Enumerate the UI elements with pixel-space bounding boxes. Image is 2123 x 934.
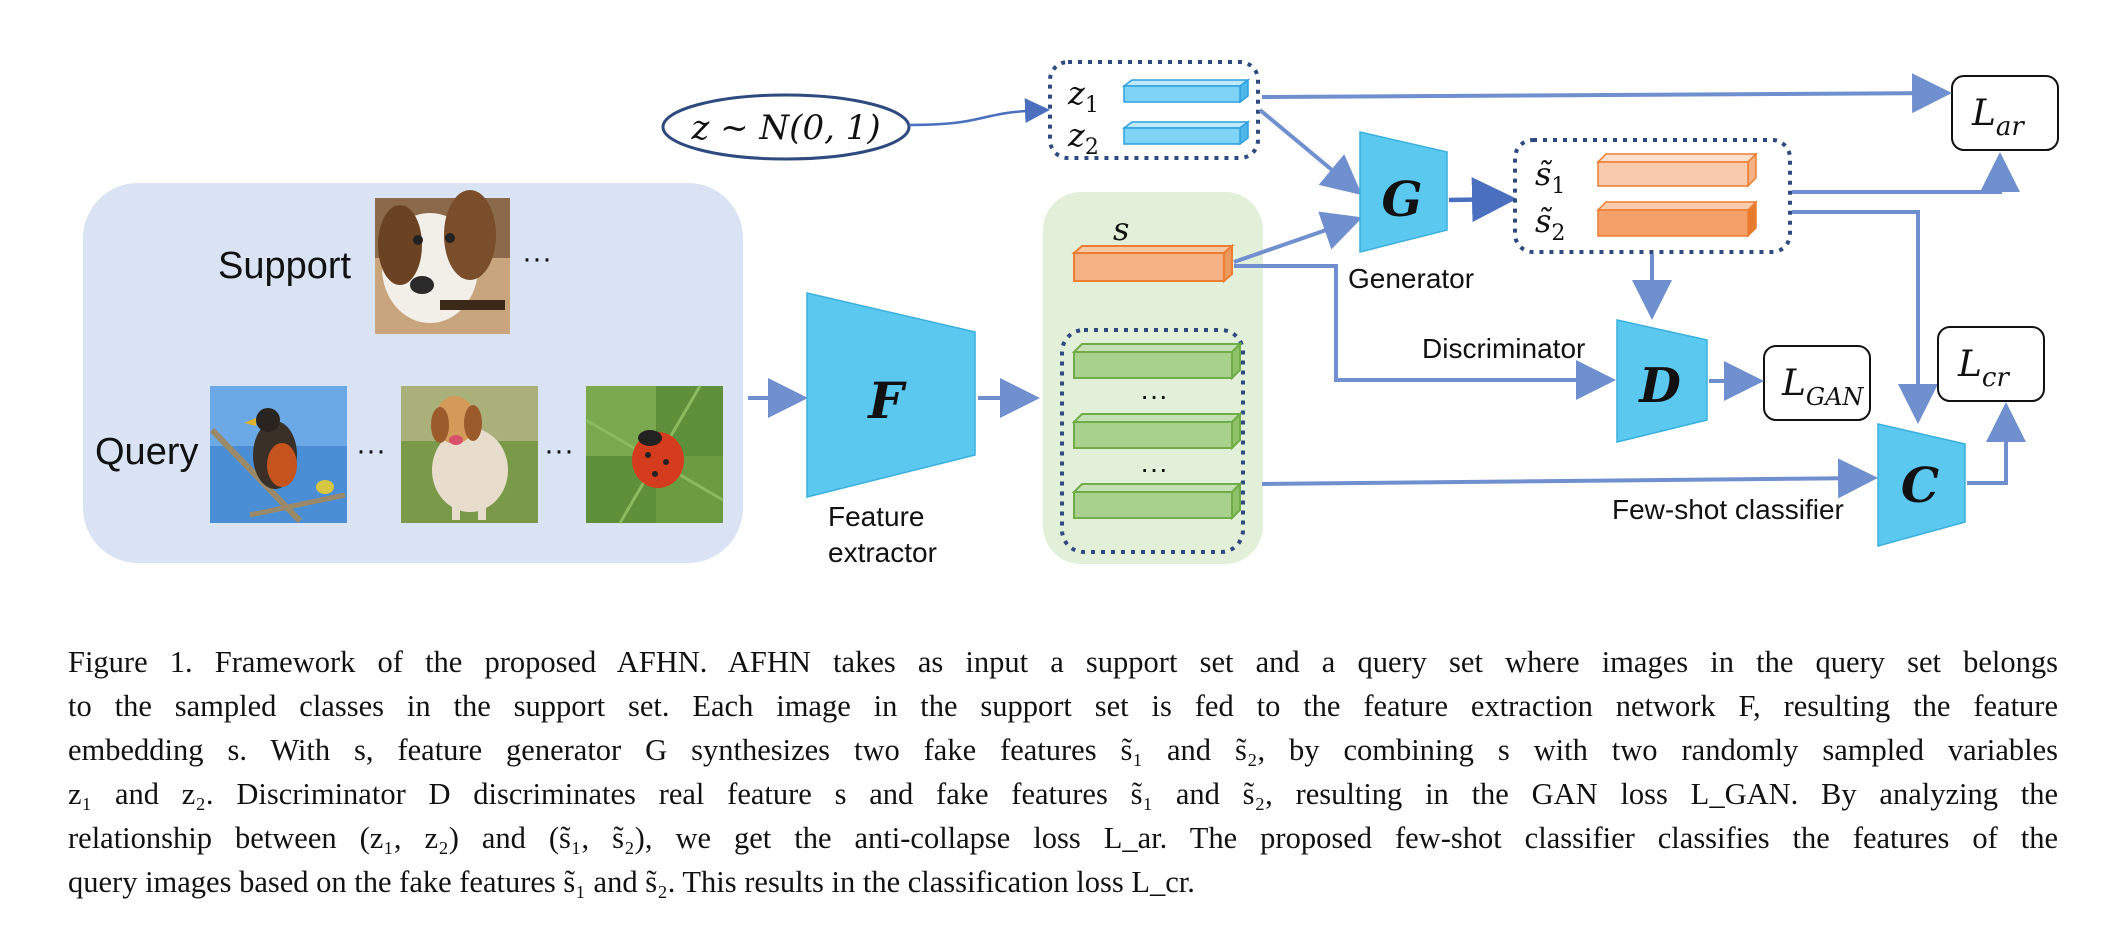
s2-fake-feature-bar bbox=[1596, 200, 1758, 238]
noise-distribution-label: z ~ N(0, 1) bbox=[690, 108, 880, 148]
discriminator-block bbox=[1616, 319, 1708, 443]
query-feature-bar-3 bbox=[1071, 481, 1243, 521]
arrow-classifier-to-loss-cr bbox=[1967, 402, 2026, 485]
beagle-dog-image bbox=[375, 190, 510, 334]
feature-extractor-label-1: Feature bbox=[828, 501, 925, 532]
arrow-s-to-discriminator bbox=[1234, 264, 1616, 400]
query-ellipsis-1: ··· bbox=[356, 434, 386, 467]
arrow-s-to-generator bbox=[1233, 211, 1363, 264]
arrow-noise-to-z bbox=[908, 98, 1050, 127]
loss-ar-label: Lar bbox=[1971, 93, 2025, 142]
support-label: Support bbox=[218, 245, 352, 287]
arrow-query-to-classifier bbox=[1261, 458, 1878, 499]
caption-line-3: embedding s. With s, feature generator G… bbox=[68, 733, 2058, 767]
arrow-z-to-generator bbox=[1258, 108, 1363, 196]
arrow-fake-to-loss-ar bbox=[1792, 152, 2020, 194]
query-features-ellipsis-1: ··· bbox=[1140, 380, 1168, 411]
query-feature-bar-1 bbox=[1071, 341, 1243, 381]
query-label: Query bbox=[95, 431, 198, 473]
loss-gan-box bbox=[1763, 345, 1871, 421]
generator-label: Generator bbox=[1348, 263, 1474, 294]
arrow-generator-to-fake bbox=[1448, 177, 1517, 223]
figure-caption: Figure 1. Framework of the proposed AFHN… bbox=[68, 640, 2058, 904]
generator-symbol: G bbox=[1382, 172, 1423, 228]
noise-vectors-dotted-group bbox=[1048, 60, 1260, 160]
caption-line-4: z₁ and z₂. Discriminator D discriminates… bbox=[68, 777, 2058, 811]
query-ellipsis-2: ··· bbox=[544, 434, 574, 467]
loss-ar-box bbox=[1951, 75, 2059, 151]
classifier-symbol: C bbox=[1901, 458, 1939, 514]
discriminator-label: Discriminator bbox=[1422, 333, 1585, 364]
s1-tilde-label: s̃1 bbox=[1535, 155, 1565, 199]
z1-label: z1 bbox=[1067, 74, 1099, 118]
real-feature-s-label: s bbox=[1113, 210, 1129, 248]
fake-features-dotted-group bbox=[1513, 138, 1792, 254]
generator-block bbox=[1359, 131, 1448, 253]
arrow-fake-to-classifier bbox=[1792, 210, 1938, 424]
real-feature-s-bar bbox=[1071, 243, 1235, 284]
feature-extractor-label-2: extractor bbox=[828, 537, 937, 568]
query-features-ellipsis-2: ··· bbox=[1140, 453, 1168, 484]
query-feature-bar-2 bbox=[1071, 411, 1243, 451]
loss-gan-label: LGAN bbox=[1781, 363, 1864, 411]
noise-distribution-ellipse bbox=[661, 93, 911, 161]
loss-cr-box bbox=[1937, 326, 2045, 402]
feature-extractor-symbol: F bbox=[866, 371, 907, 430]
z2-label: z2 bbox=[1067, 116, 1099, 160]
s2-tilde-label: s̃2 bbox=[1535, 202, 1565, 246]
feature-extractor-block bbox=[806, 292, 976, 498]
z2-vector-bar bbox=[1121, 120, 1251, 146]
classifier-block bbox=[1877, 423, 1966, 547]
caption-line-6: query images based on the fake features … bbox=[68, 865, 1195, 899]
query-features-dotted-group bbox=[1060, 328, 1245, 554]
z1-vector-bar bbox=[1121, 78, 1251, 104]
robin-bird-image bbox=[209, 386, 347, 524]
ladybug-image bbox=[585, 385, 724, 524]
discriminator-symbol: D bbox=[1637, 358, 1681, 414]
support-ellipsis: ··· bbox=[522, 242, 552, 275]
arrow-z-to-loss-ar bbox=[1261, 73, 1952, 114]
afhn-framework-diagram: Support ··· Query ··· ··· bbox=[83, 60, 2059, 568]
hound-dog-image bbox=[401, 386, 538, 523]
caption-line-1: Figure 1. Framework of the proposed AFHN… bbox=[68, 645, 2058, 679]
loss-cr-label: Lcr bbox=[1957, 344, 2010, 393]
s1-fake-feature-bar bbox=[1596, 152, 1758, 188]
caption-line-5: relationship between (z₁, z₂) and (s̃₁, … bbox=[68, 821, 2058, 855]
classifier-label: Few-shot classifier bbox=[1612, 494, 1844, 525]
caption-line-2: to the sampled classes in the support se… bbox=[68, 689, 2058, 723]
